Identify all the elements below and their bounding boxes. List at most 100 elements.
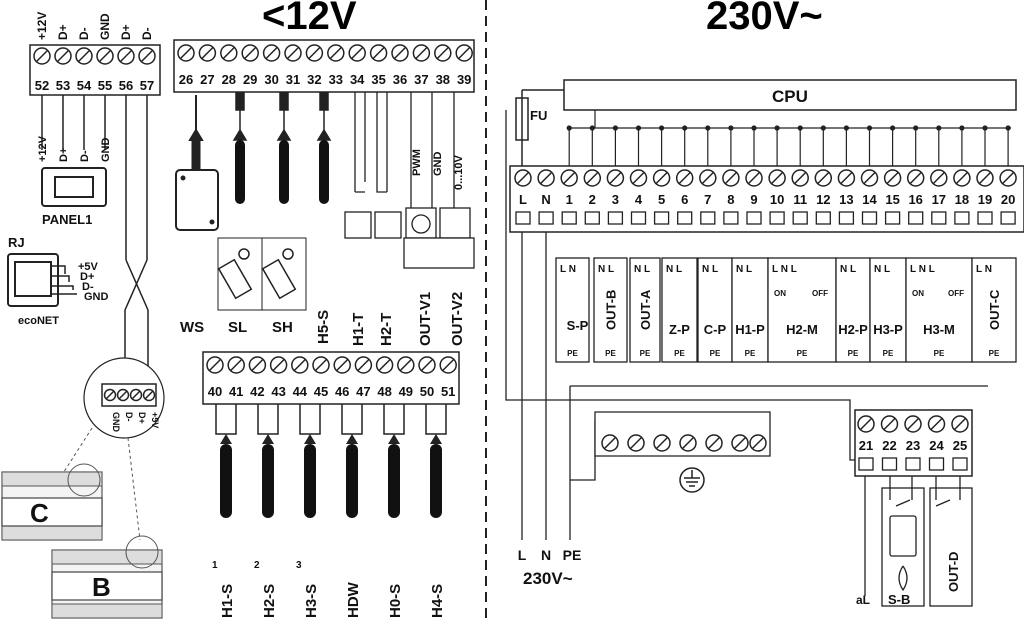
terminal-number: 14 — [862, 192, 877, 207]
output-name: C-P — [704, 322, 727, 337]
svg-text:230V~: 230V~ — [523, 569, 573, 588]
sensor-label: H2-S — [261, 584, 278, 618]
bus-pin-label: +5V — [150, 412, 160, 428]
terminal-number: 16 — [908, 192, 922, 207]
terminal-top-label: D- — [77, 27, 91, 40]
terminal-number: 5 — [658, 192, 665, 207]
output-terminal-labels: L N L — [910, 264, 935, 275]
terminal-number: 31 — [286, 72, 300, 87]
terminal-number: 19 — [978, 192, 992, 207]
terminal-number: 3 — [612, 192, 619, 207]
output-name: OUT-C — [987, 289, 1002, 330]
terminal-number: 46 — [335, 384, 349, 399]
terminal-number: 18 — [955, 192, 969, 207]
svg-text:OUT-D: OUT-D — [946, 552, 961, 592]
terminal-number: 4 — [635, 192, 643, 207]
output-box — [555, 257, 590, 363]
terminal-number: 30 — [264, 72, 278, 87]
terminal-top-label: +12V — [35, 12, 49, 40]
terminal-number: 25 — [953, 438, 967, 453]
output-terminal-labels: L N — [560, 264, 576, 275]
terminal-number: 42 — [250, 384, 264, 399]
output-terminal-labels: N L — [598, 264, 614, 275]
econet-connector: RJ +5VD+D-GND ecoNET — [7, 235, 109, 327]
svg-text:RJ: RJ — [8, 235, 25, 250]
terminal-number: 35 — [371, 72, 385, 87]
svg-text:PWM: PWM — [411, 149, 423, 176]
upper-output-label: H1-T — [350, 313, 367, 346]
upper-output-label: SL — [228, 319, 247, 336]
panel1-wires — [41, 95, 149, 385]
terminal-number: 2 — [589, 192, 596, 207]
terminal-number: 1 — [566, 192, 573, 207]
low-voltage-heading: <12V — [262, 0, 357, 38]
terminal-number: 22 — [882, 438, 896, 453]
sensor-label: H0-S — [387, 584, 404, 618]
svg-text:aL: aL — [856, 593, 870, 607]
off-label: OFF — [812, 289, 828, 298]
terminal-number: 10 — [770, 192, 784, 207]
pe-label: PE — [745, 349, 756, 358]
output-box — [971, 257, 1017, 363]
output-terminal-labels: N L — [736, 264, 752, 275]
econet-pin-label: D- — [82, 281, 94, 293]
terminal-number: 27 — [200, 72, 214, 87]
output-box — [767, 257, 837, 363]
terminal-number: 28 — [222, 72, 236, 87]
solar-upper-box — [261, 237, 307, 311]
terminal-number: 43 — [271, 384, 285, 399]
output-name: H3-P — [873, 322, 903, 337]
output-name: H1-P — [735, 322, 765, 337]
terminal-top-label: D+ — [119, 24, 133, 40]
output-box — [835, 257, 871, 363]
terminal-number: 49 — [399, 384, 413, 399]
upper-output-label: WS — [180, 319, 204, 336]
econet-pin-label: +5V — [78, 261, 99, 273]
output-name: OUT-A — [638, 289, 653, 330]
pe-label: PE — [883, 349, 894, 358]
terminal-number: 23 — [906, 438, 920, 453]
sensor-label: HDW — [345, 581, 362, 618]
output-box — [869, 257, 907, 363]
upper-output-label: SH — [272, 319, 293, 336]
output-name: S-P — [567, 318, 589, 333]
output-terminal-labels: N L — [874, 264, 890, 275]
wire-label: D- — [79, 150, 91, 162]
svg-text:S-B: S-B — [888, 592, 910, 607]
terminal-number: 34 — [350, 72, 365, 87]
sensor-label: H1-S — [219, 584, 236, 618]
terminal-number: 40 — [208, 384, 222, 399]
bus-pin-label: D- — [124, 412, 134, 422]
earth-symbol — [679, 467, 705, 493]
terminal-number: 15 — [885, 192, 899, 207]
mains-label: L — [518, 547, 527, 563]
pe-label: PE — [989, 349, 1000, 358]
svg-text:0...10V: 0...10V — [453, 154, 465, 190]
terminal-number: 50 — [420, 384, 434, 399]
terminal-number: 26 — [179, 72, 193, 87]
terminal-number: 52 — [35, 78, 49, 93]
mains-label: PE — [563, 547, 582, 563]
high-voltage-heading: 230V~ — [706, 0, 823, 38]
terminal-top-label: D- — [140, 27, 154, 40]
terminal-number: 13 — [839, 192, 853, 207]
off-label: OFF — [948, 289, 964, 298]
terminal-number: 44 — [293, 384, 308, 399]
wire-label: GND — [100, 138, 112, 163]
pe-label: PE — [710, 349, 721, 358]
terminal-number: 9 — [750, 192, 757, 207]
terminal-number: 29 — [243, 72, 257, 87]
terminal-number: 21 — [859, 438, 873, 453]
terminal-number: 36 — [393, 72, 407, 87]
terminal-number: 53 — [56, 78, 70, 93]
terminal-number: N — [541, 192, 550, 207]
output-terminal-labels: N L — [840, 264, 856, 275]
terminal-number: 8 — [727, 192, 734, 207]
output-box — [593, 257, 628, 363]
output-terminal-labels: L N L — [772, 264, 797, 275]
circuit-number: 1 — [212, 560, 218, 571]
